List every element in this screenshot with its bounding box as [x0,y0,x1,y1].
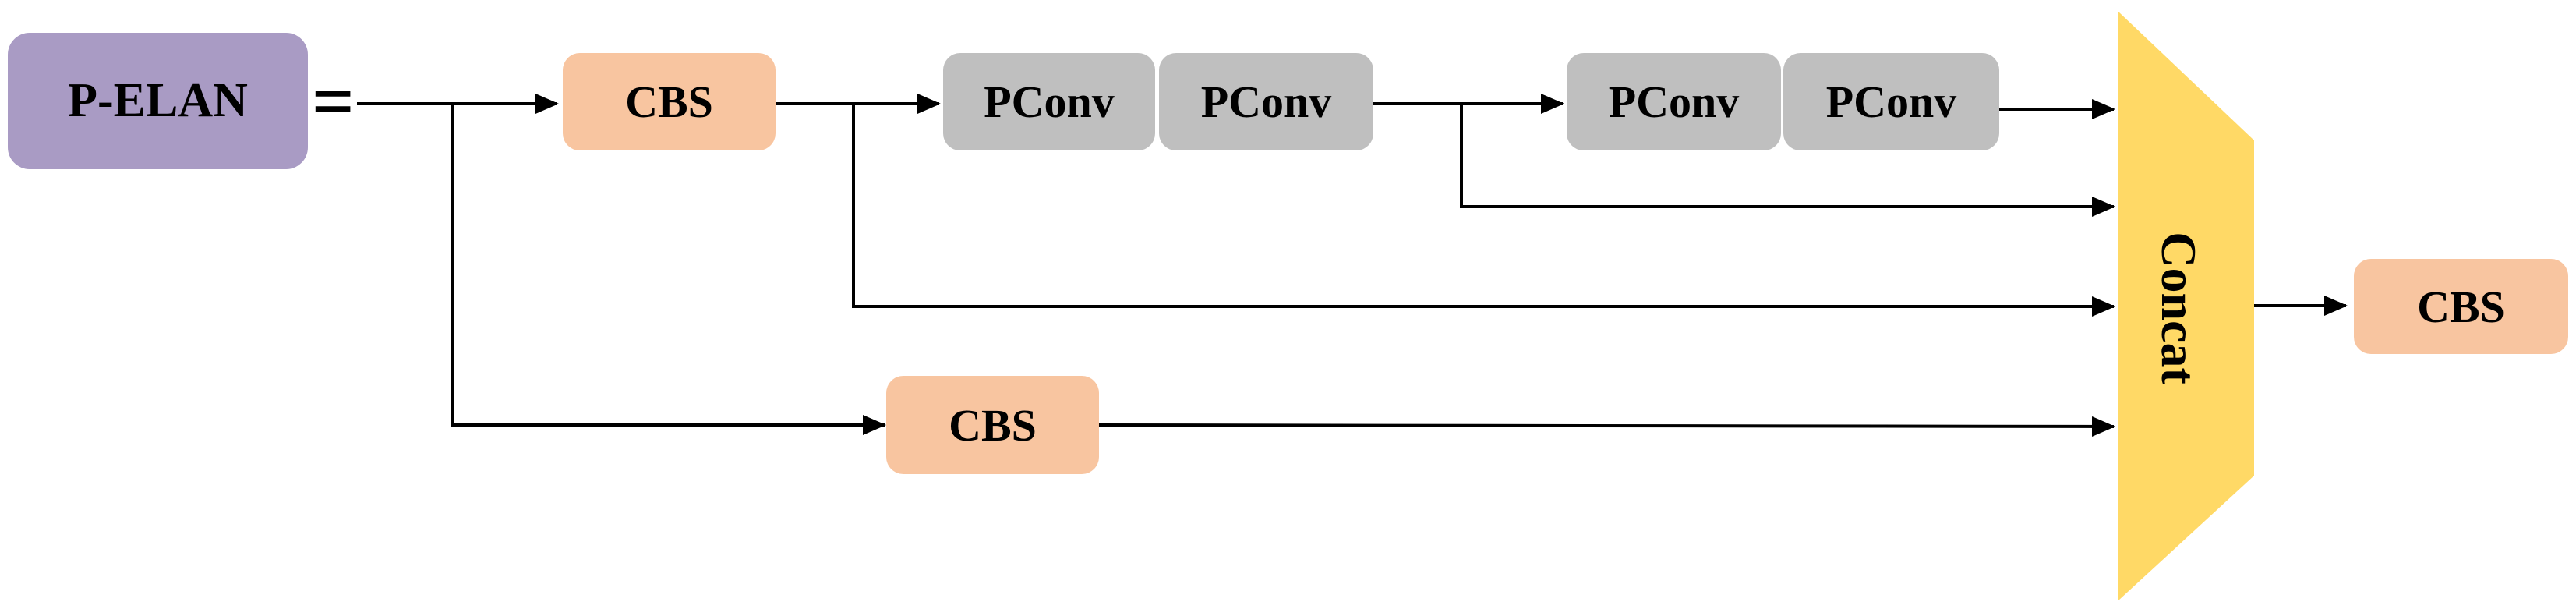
pconv-block-4: PConv [1783,53,1999,150]
pconv2-to-concat-arrow [1460,104,2115,217]
pconv-block-2: PConv [1159,53,1373,150]
equals-sign: = [312,59,355,143]
concat-label: Concat [2151,232,2207,384]
input-to-bottom-cbs-arrow [451,104,886,435]
p-elan-label: P-ELAN [8,33,308,169]
cbs-to-concat-arrow [852,104,2115,317]
bottom-cbs-to-concat-arrow [1098,416,2115,437]
cbs-block-bottom: CBS [886,376,1099,474]
concat-block [2118,12,2254,600]
pconv-block-3: PConv [1567,53,1781,150]
cbs-block-top: CBS [563,53,776,150]
pconv-block-1: PConv [943,53,1155,150]
cbs-block-output: CBS [2354,259,2568,354]
